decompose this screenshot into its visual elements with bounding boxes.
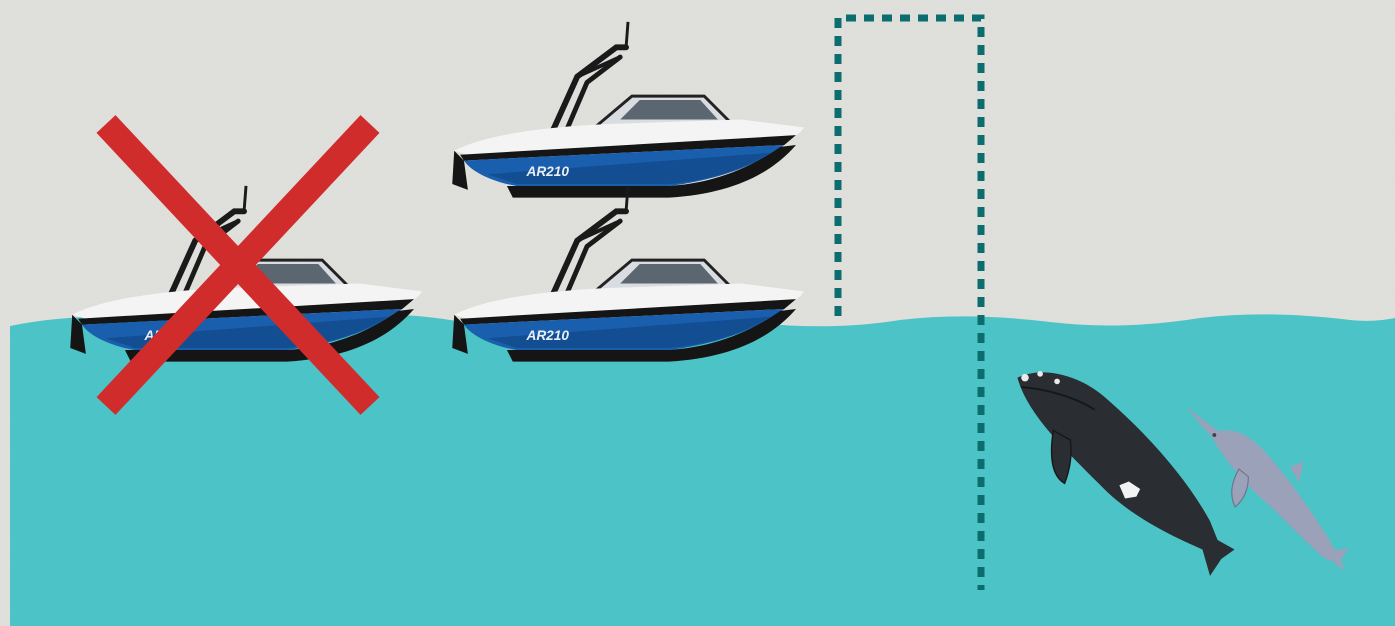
scene-canvas: AR210: [0, 0, 1395, 626]
boat-zone-illustration: AR210: [0, 0, 1395, 626]
